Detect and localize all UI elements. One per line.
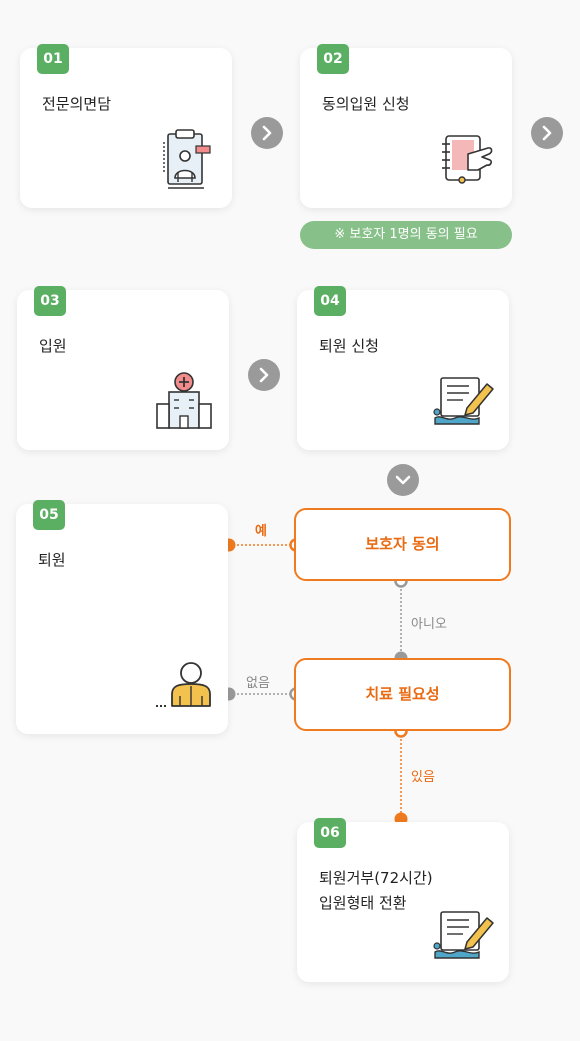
chevron-right-icon bbox=[259, 367, 269, 383]
step-badge: 01 bbox=[37, 44, 69, 74]
step-title: 입원 bbox=[39, 337, 67, 355]
step-title: 동의입원 신청 bbox=[322, 95, 410, 113]
step-title: 퇴원 신청 bbox=[319, 337, 379, 355]
step-title: 전문의면담 bbox=[42, 95, 112, 113]
edge-label-none: 없음 bbox=[246, 676, 270, 691]
step-card-01: 01 전문의면담 bbox=[20, 44, 232, 208]
next-arrow-02-03 bbox=[531, 117, 563, 149]
chevron-right-icon bbox=[262, 125, 272, 141]
document-pencil-icon bbox=[433, 908, 495, 960]
step-badge: 06 bbox=[314, 818, 346, 848]
next-arrow-01-02 bbox=[251, 117, 283, 149]
next-arrow-03-04 bbox=[248, 359, 280, 391]
edge-label-no: 아니오 bbox=[411, 617, 447, 632]
step-card-06: 06 퇴원거부(72시간) 입원형태 전환 bbox=[297, 818, 509, 982]
person-exit-icon bbox=[154, 660, 214, 710]
step-title: 퇴원 bbox=[38, 551, 66, 569]
step-badge: 05 bbox=[33, 500, 65, 530]
decision-treatment-need: 치료 필요성 bbox=[294, 658, 511, 731]
chevron-down-icon bbox=[395, 475, 411, 485]
step-badge: 03 bbox=[34, 286, 66, 316]
step-card-05: 05 퇴원 bbox=[16, 500, 228, 734]
step-title: 퇴원거부(72시간) 입원형태 전환 bbox=[319, 869, 433, 912]
step-card-03: 03 입원 bbox=[17, 286, 229, 450]
decision-guardian-consent: 보호자 동의 bbox=[294, 508, 511, 581]
down-arrow-04-decision bbox=[387, 464, 419, 496]
document-pencil-icon bbox=[433, 374, 495, 426]
notebook-hand-icon bbox=[438, 132, 498, 188]
chevron-right-icon bbox=[542, 125, 552, 141]
clipboard-doctor-icon bbox=[162, 128, 214, 190]
step-card-04: 04 퇴원 신청 bbox=[297, 286, 509, 450]
step-card-02: 02 동의입원 신청 bbox=[300, 44, 512, 208]
step-badge: 02 bbox=[317, 44, 349, 74]
edge-label-exists: 있음 bbox=[411, 770, 435, 785]
edge-label-yes: 예 bbox=[255, 524, 267, 539]
guardian-consent-note: ※ 보호자 1명의 동의 필요 bbox=[300, 221, 512, 249]
hospital-icon bbox=[155, 370, 213, 430]
step-badge: 04 bbox=[314, 286, 346, 316]
